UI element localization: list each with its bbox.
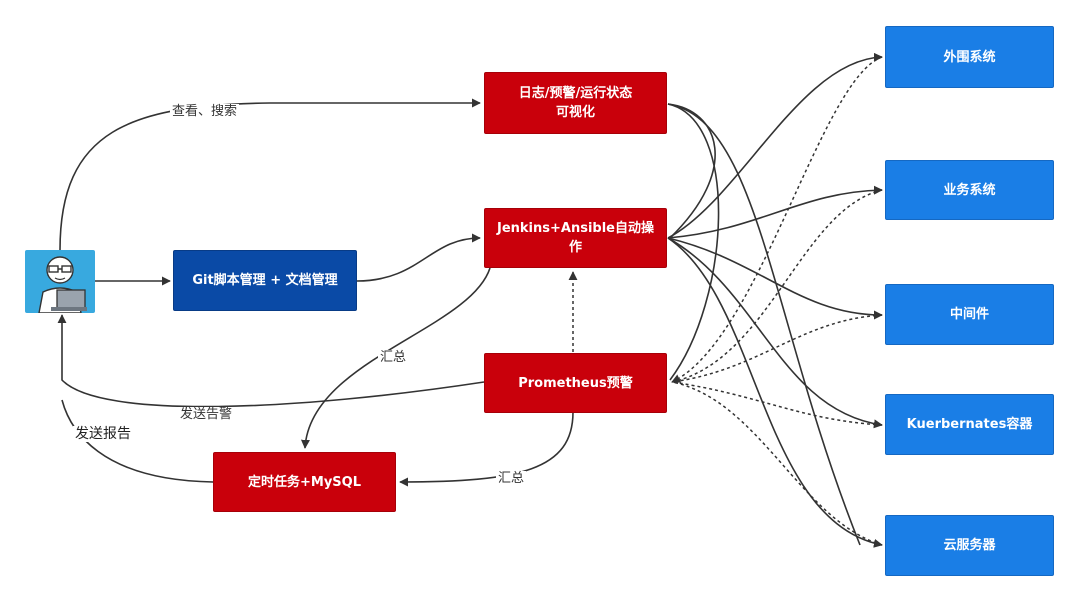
edge-jenkins-to-kubernetes [667, 237, 883, 429]
node-jenkins-ansible[interactable]: Jenkins+Ansible自动操 作 [484, 208, 667, 268]
edge-jenkins-to-business [667, 185, 883, 239]
node-business-system-label: 业务系统 [943, 182, 996, 198]
person-with-laptop-icon [38, 256, 87, 313]
node-git-label: Git脚本管理 + 文档管理 [192, 273, 338, 288]
edge-visualization-curve-c [667, 103, 720, 381]
edge-peripheral-to-prometheus [671, 56, 883, 383]
edge-jenkins-to-cloud [667, 237, 883, 548]
edge-middleware-to-prometheus [671, 314, 883, 383]
node-jenkins-ansible-label: Jenkins+Ansible自动操 作 [497, 221, 654, 255]
edge-visualization-curve-a [667, 103, 716, 239]
edge-cloud-to-prometheus [671, 381, 883, 546]
node-git[interactable]: Git脚本管理 + 文档管理 [173, 250, 357, 311]
node-cloud-server-label: 云服务器 [943, 538, 996, 553]
edge-label-summary-upper: 汇总 [378, 350, 409, 366]
node-cloud-server[interactable]: 云服务器 [885, 515, 1054, 576]
edge-label-summary-lower: 汇总 [496, 471, 527, 487]
node-middleware-label: 中间件 [949, 307, 989, 322]
edge-kubernetes-to-prometheus [671, 381, 883, 426]
edge-jenkins-to-cron [300, 267, 491, 449]
node-business-system[interactable]: 业务系统 [885, 160, 1054, 220]
node-visualization-label: 日志/预警/运行状态 可视化 [518, 86, 633, 120]
node-visualization[interactable]: 日志/预警/运行状态 可视化 [484, 72, 667, 134]
edge-user-to-visualization [59, 98, 481, 251]
edge-prometheus-to-cron [399, 411, 574, 487]
node-kubernetes[interactable]: Kuerbernates容器 [885, 394, 1054, 455]
edge-cron-to-user [61, 399, 214, 483]
node-cron-mysql-label: 定时任务+MySQL [247, 474, 361, 490]
edge-label-view-search: 查看、搜索 [170, 104, 240, 120]
node-cron-mysql[interactable]: 定时任务+MySQL [213, 452, 396, 512]
node-kubernetes-label: Kuerbernates容器 [906, 417, 1033, 432]
edge-business-to-prometheus [671, 189, 883, 383]
edge-prometheus-to-user [57, 314, 485, 408]
node-peripheral-system-label: 外围系统 [943, 49, 996, 65]
edge-label-send-alert: 发送告警 [178, 407, 235, 423]
edge-git-to-jenkins [356, 233, 481, 282]
edge-label-send-report: 发送报告 [73, 426, 133, 442]
node-prometheus[interactable]: Prometheus预警 [484, 353, 667, 413]
user-avatar [25, 250, 95, 313]
edge-jenkins-to-middleware [667, 237, 883, 320]
node-prometheus-label: Prometheus预警 [518, 375, 633, 391]
edge-visualization-curve-b [667, 103, 861, 546]
node-peripheral-system[interactable]: 外围系统 [885, 26, 1054, 88]
node-middleware[interactable]: 中间件 [885, 284, 1054, 345]
edge-jenkins-to-peripheral [667, 52, 883, 239]
